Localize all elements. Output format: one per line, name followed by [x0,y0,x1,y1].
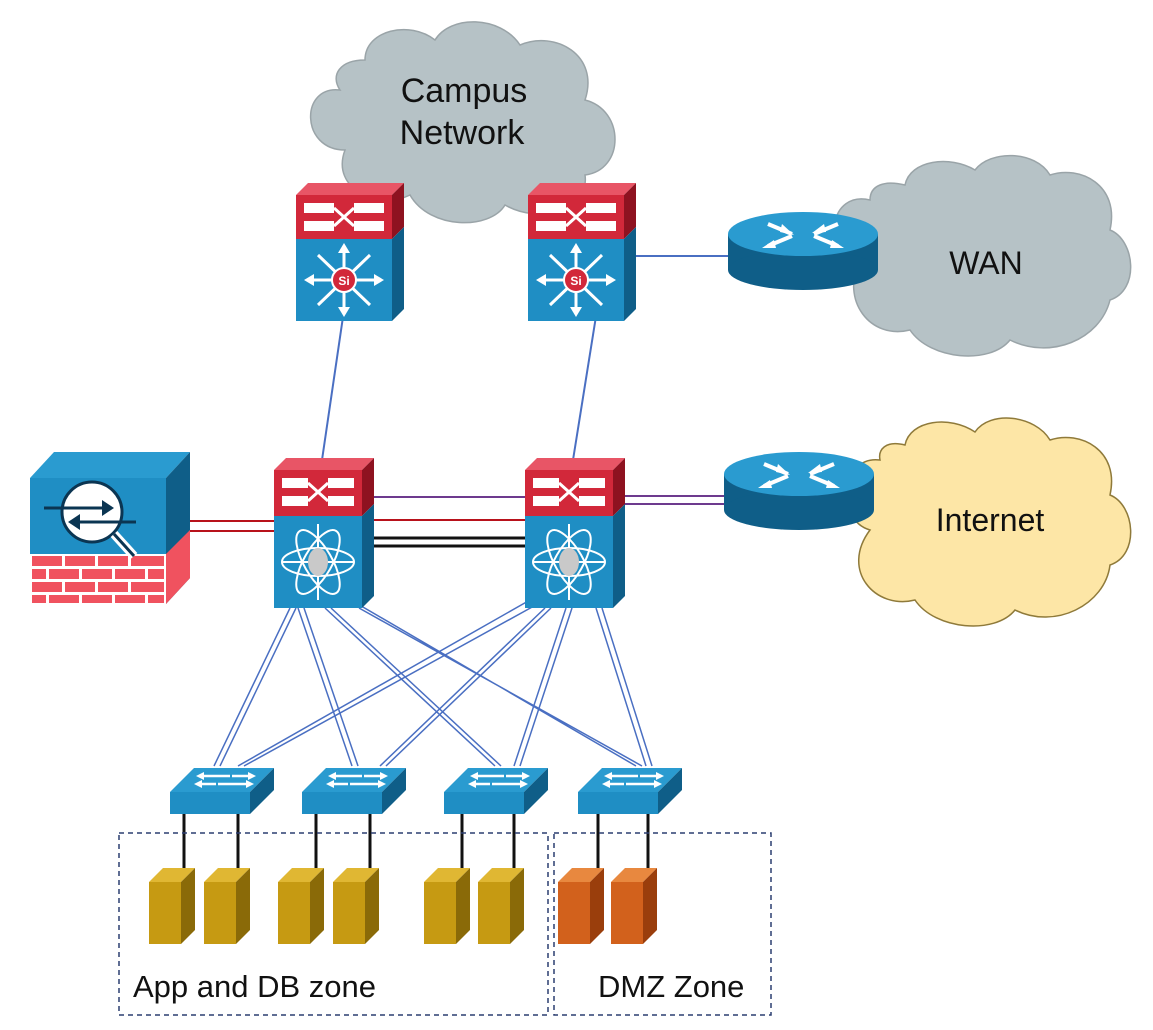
app-server-5 [424,868,470,944]
app-db-zone-label: App and DB zone [133,969,376,1004]
core-switch-2 [526,181,638,323]
app-server-1 [149,868,195,944]
link-core2-agg2 [572,309,598,461]
campus-cloud-label-line2: Network [400,114,526,152]
core-switch-1 [294,181,406,323]
access-switch-1 [168,766,276,816]
internet-router [722,450,876,532]
app-server-4 [333,868,379,944]
dmz-zone-boundary [553,832,772,1016]
aggregation-switch-1 [272,456,376,610]
access-switch-2 [300,766,408,816]
wan-router [726,210,880,292]
dmz-zone-label: DMZ Zone [598,969,744,1004]
app-server-3 [278,868,324,944]
internet-cloud-label: Internet [936,502,1045,538]
wan-cloud-label: WAN [949,245,1022,281]
campus-cloud-label-line1: Campus [401,72,528,110]
wan-cloud: WAN [833,154,1132,357]
firewall-device [30,452,190,604]
aggregation-switch-2 [523,456,627,610]
app-server-2 [204,868,250,944]
internet-cloud: Internet [845,417,1132,627]
access-switch-3 [442,766,550,816]
links [182,255,730,868]
campus-network-cloud: Campus Network [309,21,616,224]
link-core1-agg1 [321,309,345,461]
dmz-server-1 [558,868,604,944]
access-switch-4 [576,766,684,816]
app-server-6 [478,868,524,944]
dmz-server-2 [611,868,657,944]
